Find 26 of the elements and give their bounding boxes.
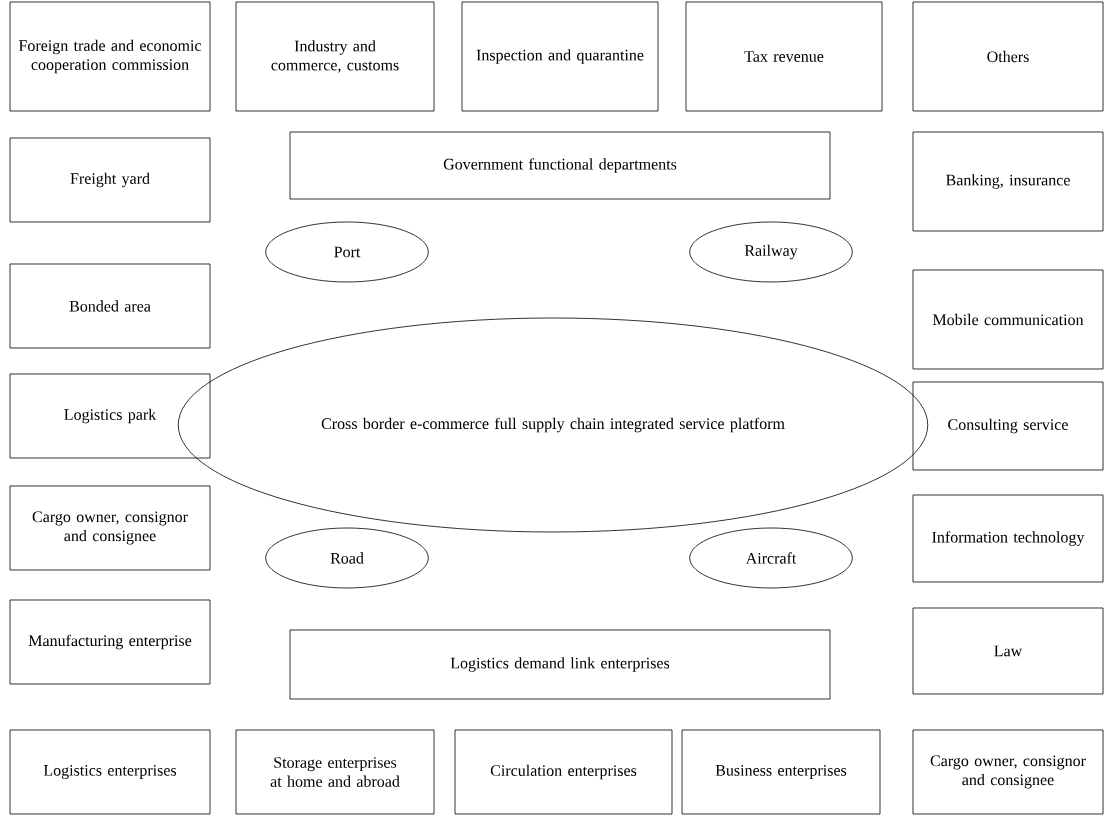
ellipse-node: Road (265, 527, 429, 589)
ellipse-node: Aircraft (689, 527, 853, 589)
text-box: Consulting service (912, 381, 1104, 471)
text-box: Cargo owner, consignor and consignee (9, 485, 211, 571)
text-box: Business enterprises (681, 729, 881, 815)
text-box: Circulation enterprises (454, 729, 673, 815)
text-box: Tax revenue (685, 1, 883, 112)
text-box: Foreign trade and economic cooperation commission (9, 1, 211, 112)
text-box: Others (912, 1, 1104, 112)
text-box: Logistics enterprises (9, 729, 211, 815)
text-box: Logistics demand link enterprises (289, 629, 831, 700)
text-box: Information technology (912, 494, 1104, 583)
text-box: Logistics park (9, 373, 211, 459)
ellipse-node: Port (265, 221, 429, 283)
text-box: Inspection and quarantine (461, 1, 659, 112)
text-box: Industry and commerce, customs (235, 1, 435, 112)
text-box: Bonded area (9, 263, 211, 349)
text-box: Government functional departments (289, 131, 831, 200)
text-box: Storage enterprises at home and abroad (235, 729, 435, 815)
text-box: Freight yard (9, 137, 211, 223)
ellipse-node: Railway (689, 221, 853, 283)
text-box: Manufacturing enterprise (9, 599, 211, 685)
text-box: Mobile communication (912, 269, 1104, 370)
text-box: Banking, insurance (912, 131, 1104, 232)
text-box: Cargo owner, consignor and consignee (912, 729, 1104, 815)
text-box: Law (912, 607, 1104, 695)
